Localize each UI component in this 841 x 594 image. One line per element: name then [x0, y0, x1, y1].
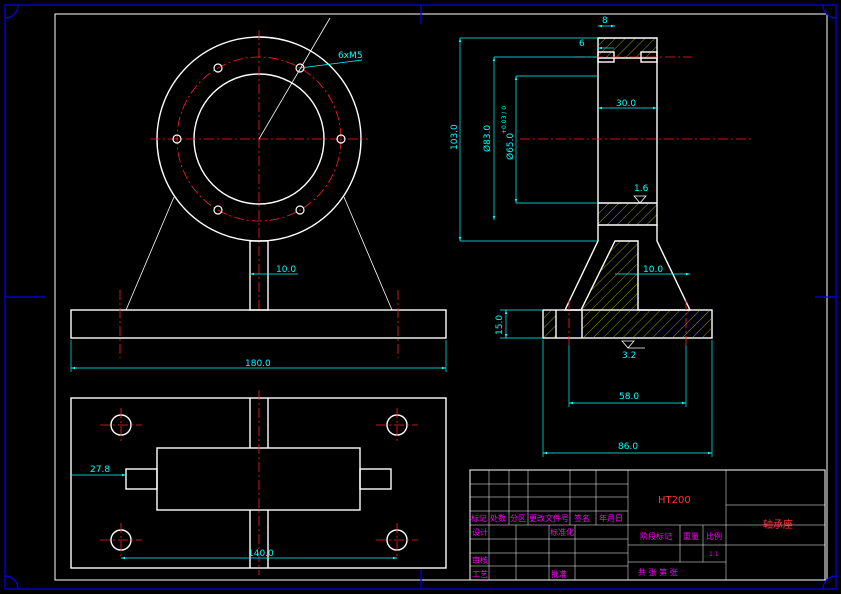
roughness-bore-label: 1.6: [634, 184, 649, 194]
corner-tr: [822, 4, 837, 19]
tb-sheet-info: 共 张 第 张: [638, 567, 678, 577]
tb-header-5: 年月日: [599, 513, 623, 523]
tb-header-3: 更改文件号: [529, 513, 569, 523]
side-view: 8 6 30.0 103.0 Ø83.0 Ø65.0 +0.03 / 0 1.6…: [450, 16, 752, 457]
base-length-label: 180.0: [245, 359, 271, 369]
rib-side-label: 10.0: [643, 265, 663, 275]
corner-br: [822, 575, 837, 590]
leader-line: [258, 17, 331, 140]
hub-section: [597, 37, 658, 226]
tb-material: HT200: [658, 495, 691, 506]
hatch-web: [581, 241, 638, 310]
tb-standardize: 标准化: [550, 527, 574, 537]
hole-offset-label: 6: [579, 39, 585, 49]
base-width-label: 86.0: [618, 442, 638, 452]
hatch-base: [582, 311, 711, 337]
tb-header-0: 标记: [471, 513, 487, 523]
hatch-top: [598, 38, 657, 58]
thread-callout: 6xM5: [338, 51, 363, 61]
right-tangent: [343, 196, 393, 311]
hub-plan: [156, 447, 361, 511]
top-width-label: 8: [602, 16, 608, 26]
tb-header-2: 分区: [510, 514, 526, 523]
tb-header-4: 签名: [574, 513, 590, 523]
base-plan: [70, 397, 447, 569]
threaded-holes: [172, 63, 346, 215]
top-view: 27.8 140.0: [70, 390, 447, 575]
hatch-lower: [598, 203, 657, 225]
mount-holes: [100, 408, 418, 557]
outer-dia-label: Ø83.0: [482, 125, 493, 152]
inner-border: [54, 13, 828, 581]
outer-border: [4, 4, 837, 590]
corner-bl: [4, 575, 19, 590]
edge-offset-label: 27.8: [90, 465, 110, 475]
title-block: 标记 处数 分区 更改文件号 签名 年月日 设计 标准化 审核 工艺 批准 阶段…: [469, 469, 826, 581]
tb-weight: 重量: [683, 531, 699, 541]
rib-thickness-label: 10.0: [276, 265, 296, 275]
tb-approve: 批准: [551, 569, 567, 579]
tb-process: 工艺: [472, 570, 488, 579]
hole-spacing-label: 140.0: [248, 549, 274, 559]
bore-tolerance-label: +0.03 / 0: [501, 106, 508, 134]
inner-span-label: 58.0: [619, 392, 639, 402]
tb-design: 设计: [472, 527, 488, 537]
corner-tl: [4, 4, 19, 19]
sheet-frame: [4, 4, 837, 590]
left-tangent: [125, 196, 175, 311]
roughness-base-label: 3.2: [622, 351, 636, 361]
tb-check: 审核: [472, 555, 488, 565]
tb-header-1: 处数: [490, 513, 506, 523]
hub-left-stub: [125, 468, 158, 490]
tb-stage-mark: 阶段标记: [640, 531, 672, 541]
tb-scale: 1:1: [709, 551, 719, 558]
base-side: [542, 309, 713, 339]
base-height-label: 15.0: [495, 315, 505, 335]
tb-part-name: 轴承座: [763, 518, 793, 531]
thread-leader: [299, 59, 363, 69]
tb-ratio: 比例: [706, 531, 722, 541]
hub-right-stub: [359, 468, 392, 490]
base-front: [70, 309, 447, 339]
front-view: 6xM5 10.0 180.0: [70, 17, 447, 372]
overall-height-label: 103.0: [450, 124, 460, 150]
bore-dia-label: Ø65.0: [505, 133, 516, 160]
hub-width-label: 30.0: [616, 99, 636, 109]
